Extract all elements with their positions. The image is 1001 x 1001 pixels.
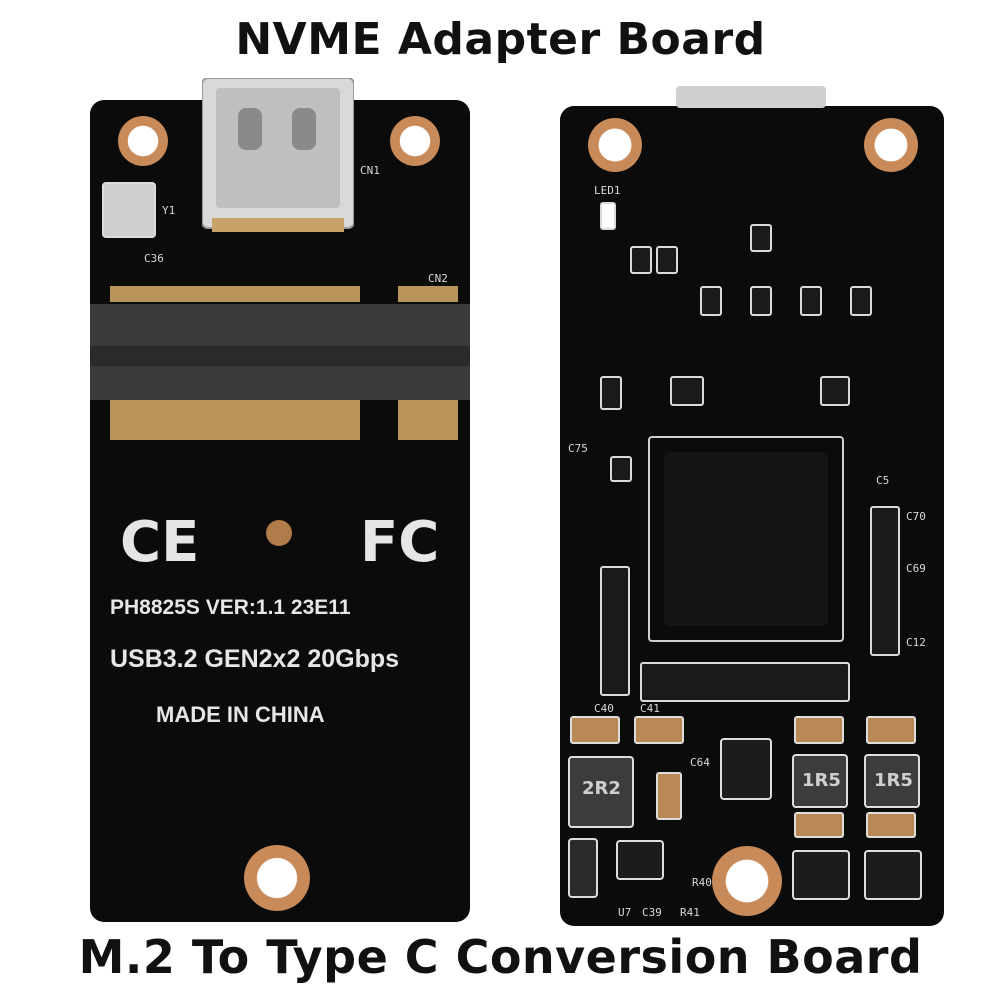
spec-line: USB3.2 GEN2x2 20Gbps — [110, 645, 400, 673]
crystal-component — [102, 182, 156, 238]
model-line: PH8825S VER:1.1 23E11 — [110, 596, 351, 619]
passive-component — [630, 246, 652, 274]
mounting-hole-bottom — [712, 846, 782, 916]
ref-c12: C12 — [906, 636, 926, 649]
inductor: 1R5 — [792, 754, 848, 808]
ref-cn1: CN1 — [360, 164, 380, 177]
fc-mark: FC — [360, 510, 440, 575]
inductor-label: 2R2 — [582, 778, 621, 799]
ref-c40: C40 — [594, 702, 614, 715]
controller-chip — [664, 452, 828, 626]
inductor-label: 1R5 — [874, 770, 913, 791]
ref-y1: Y1 — [162, 204, 176, 217]
passive-component — [820, 376, 850, 406]
regulator-chip — [864, 850, 922, 900]
passive-component-array — [600, 566, 630, 696]
capacitor-component — [794, 716, 844, 744]
m2-slot-connector — [90, 286, 470, 440]
usb-c-connector-edge — [676, 86, 826, 108]
passive-component — [750, 224, 772, 252]
ref-led1: LED1 — [594, 184, 621, 197]
ref-c70: C70 — [906, 510, 926, 523]
passive-component-array — [568, 838, 598, 898]
chip-outline — [648, 436, 844, 642]
passive-component — [850, 286, 872, 316]
ce-mark: CE — [120, 510, 200, 575]
capacitor-component — [656, 772, 682, 820]
passive-component — [656, 246, 678, 274]
passive-component-row — [640, 662, 850, 702]
capacitor-component — [634, 716, 684, 744]
mounting-hole-top-right — [390, 116, 440, 166]
title-bottom: M.2 To Type C Conversion Board — [78, 930, 923, 984]
ref-c5: C5 — [876, 474, 890, 487]
passive-component — [750, 286, 772, 316]
ref-c69: C69 — [906, 562, 926, 575]
ref-u7: U7 — [618, 906, 632, 919]
mounting-hole-top-right — [864, 118, 918, 172]
mounting-hole-top-left — [118, 116, 168, 166]
ref-c36: C36 — [144, 252, 164, 265]
passive-component — [700, 286, 722, 316]
mounting-hole-top-left — [588, 118, 642, 172]
capacitor-component — [570, 716, 620, 744]
power-chip — [720, 738, 772, 800]
passive-component — [670, 376, 704, 406]
inductor: 2R2 — [568, 756, 634, 828]
capacitor-component — [866, 812, 916, 838]
usb-c-connector — [202, 78, 354, 232]
origin-line: MADE IN CHINA — [156, 702, 325, 727]
capacitor-component — [794, 812, 844, 838]
test-point — [266, 520, 292, 546]
adapter-board-front: Y1 C36 CN1 CN2 CE FC PH8825S VER:1.1 23E… — [90, 78, 470, 922]
ref-cn2: CN2 — [428, 272, 448, 285]
mounting-hole-bottom — [244, 845, 310, 911]
passive-component — [610, 456, 632, 482]
ref-r41: R41 — [680, 906, 700, 919]
inductor-label: 1R5 — [802, 770, 841, 791]
led-component — [600, 202, 616, 230]
ref-c75: C75 — [568, 442, 588, 455]
adapter-board-back: LED1 2R2 1R5 1R5 U7 C39 R41 R40 C64 C41 — [560, 86, 944, 926]
title-top: NVME Adapter Board — [235, 14, 766, 65]
capacitor-component — [866, 716, 916, 744]
passive-component — [800, 286, 822, 316]
regulator-chip — [792, 850, 850, 900]
passive-component-array — [870, 506, 900, 656]
regulator-chip — [616, 840, 664, 880]
ref-c41: C41 — [640, 702, 660, 715]
passive-component — [600, 376, 622, 410]
inductor: 1R5 — [864, 754, 920, 808]
ref-c64: C64 — [690, 756, 710, 769]
ref-r40: R40 — [692, 876, 712, 889]
ref-c39: C39 — [642, 906, 662, 919]
